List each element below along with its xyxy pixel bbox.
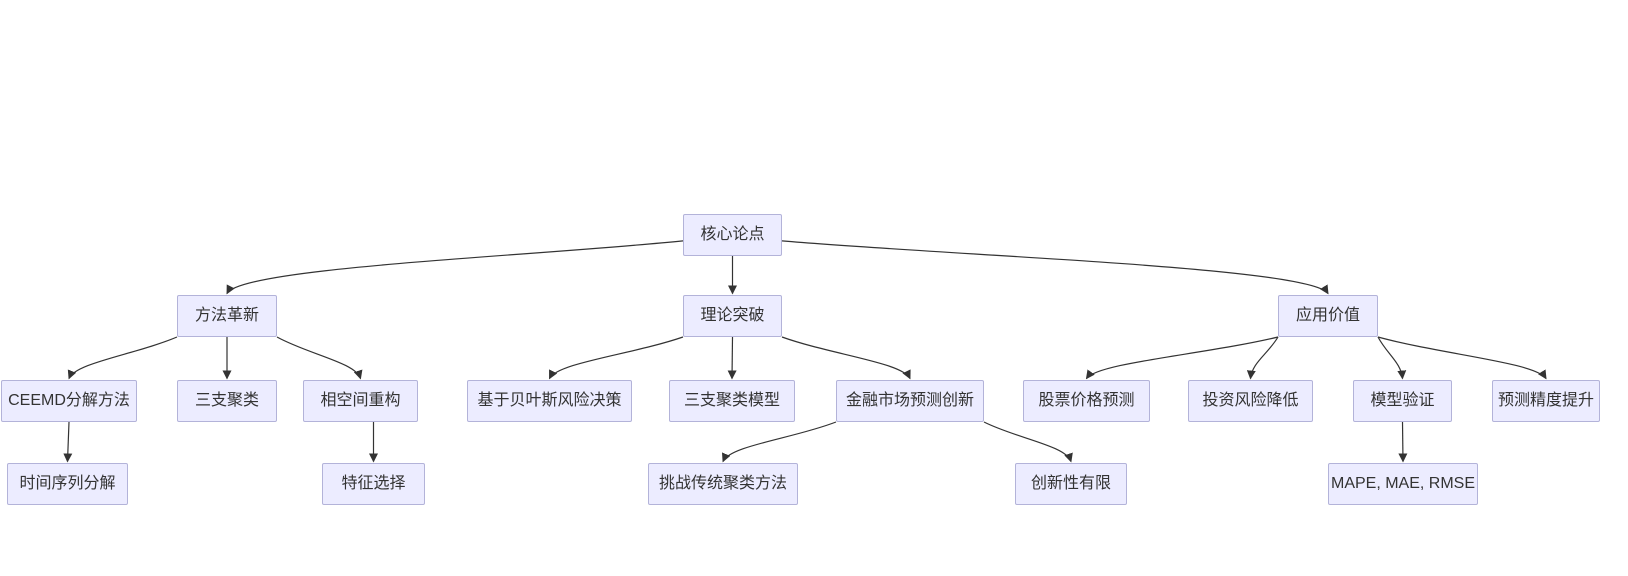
node-label-finance: 金融市场预测创新 [845, 392, 974, 409]
diagram-node-mape: MAPE, MAE, RMSE [1328, 463, 1478, 505]
diagram-node-theory: 理论突破 [683, 295, 782, 337]
diagram-node-timeseries: 时间序列分解 [7, 463, 128, 505]
node-label-challenge: 挑战传统聚类方法 [658, 475, 787, 492]
node-label-mape: MAPE, MAE, RMSE [1330, 475, 1476, 492]
diagram-node-threewaymodel: 三支聚类模型 [669, 380, 795, 422]
node-label-stock: 股票价格预测 [1038, 392, 1135, 409]
diagram-node-threeway: 三支聚类 [177, 380, 277, 422]
node-label-accuracy: 预测精度提升 [1497, 392, 1594, 409]
node-label-core: 核心论点 [700, 226, 765, 243]
diagram-node-core: 核心论点 [683, 214, 782, 256]
diagram-node-accuracy: 预测精度提升 [1492, 380, 1600, 422]
diagram-node-invest: 投资风险降低 [1188, 380, 1313, 422]
node-label-invest: 投资风险降低 [1202, 392, 1299, 409]
diagram-node-method: 方法革新 [177, 295, 277, 337]
node-label-theory: 理论突破 [700, 307, 765, 324]
diagram-node-finance: 金融市场预测创新 [836, 380, 984, 422]
edge-application-to-modelval [1377, 336, 1407, 380]
edge-method-to-phase [276, 336, 363, 380]
diagram-node-stock: 股票价格预测 [1023, 380, 1150, 422]
edge-theory-to-threewaymodel [727, 336, 737, 380]
edge-core-to-application [781, 240, 1329, 295]
node-label-threeway: 三支聚类 [194, 392, 259, 409]
diagram-node-application: 应用价值 [1278, 295, 1378, 337]
diagram-node-phase: 相空间重构 [303, 380, 418, 422]
edge-core-to-method [226, 240, 684, 295]
diagram-node-limited: 创新性有限 [1015, 463, 1127, 505]
node-label-modelval: 模型验证 [1370, 392, 1435, 409]
edge-finance-to-challenge [722, 421, 837, 463]
node-label-application: 应用价值 [1295, 307, 1360, 324]
node-label-threewaymodel: 三支聚类模型 [683, 392, 780, 409]
edge-application-to-stock [1085, 336, 1279, 380]
node-label-limited: 创新性有限 [1030, 475, 1111, 492]
node-label-ceemd: CEEMD分解方法 [8, 392, 130, 409]
diagram-node-bayes: 基于贝叶斯风险决策 [467, 380, 632, 422]
edge-theory-to-finance [781, 336, 911, 380]
node-label-method: 方法革新 [194, 307, 259, 324]
edge-application-to-invest [1246, 336, 1279, 380]
edge-application-to-accuracy [1377, 336, 1547, 380]
diagram-node-modelval: 模型验证 [1353, 380, 1452, 422]
diagram-node-ceemd: CEEMD分解方法 [1, 380, 137, 422]
edge-method-to-ceemd [67, 336, 178, 380]
edge-ceemd-to-timeseries [63, 421, 73, 463]
node-label-timeseries: 时间序列分解 [19, 475, 116, 492]
diagram-node-feature: 特征选择 [322, 463, 425, 505]
node-label-bayes: 基于贝叶斯风险决策 [477, 392, 622, 409]
edge-modelval-to-mape [1398, 421, 1408, 463]
node-label-feature: 特征选择 [341, 475, 406, 492]
edge-finance-to-limited [983, 421, 1073, 463]
diagram-node-challenge: 挑战传统聚类方法 [648, 463, 798, 505]
node-label-phase: 相空间重构 [320, 392, 401, 409]
edge-theory-to-bayes [548, 336, 684, 380]
